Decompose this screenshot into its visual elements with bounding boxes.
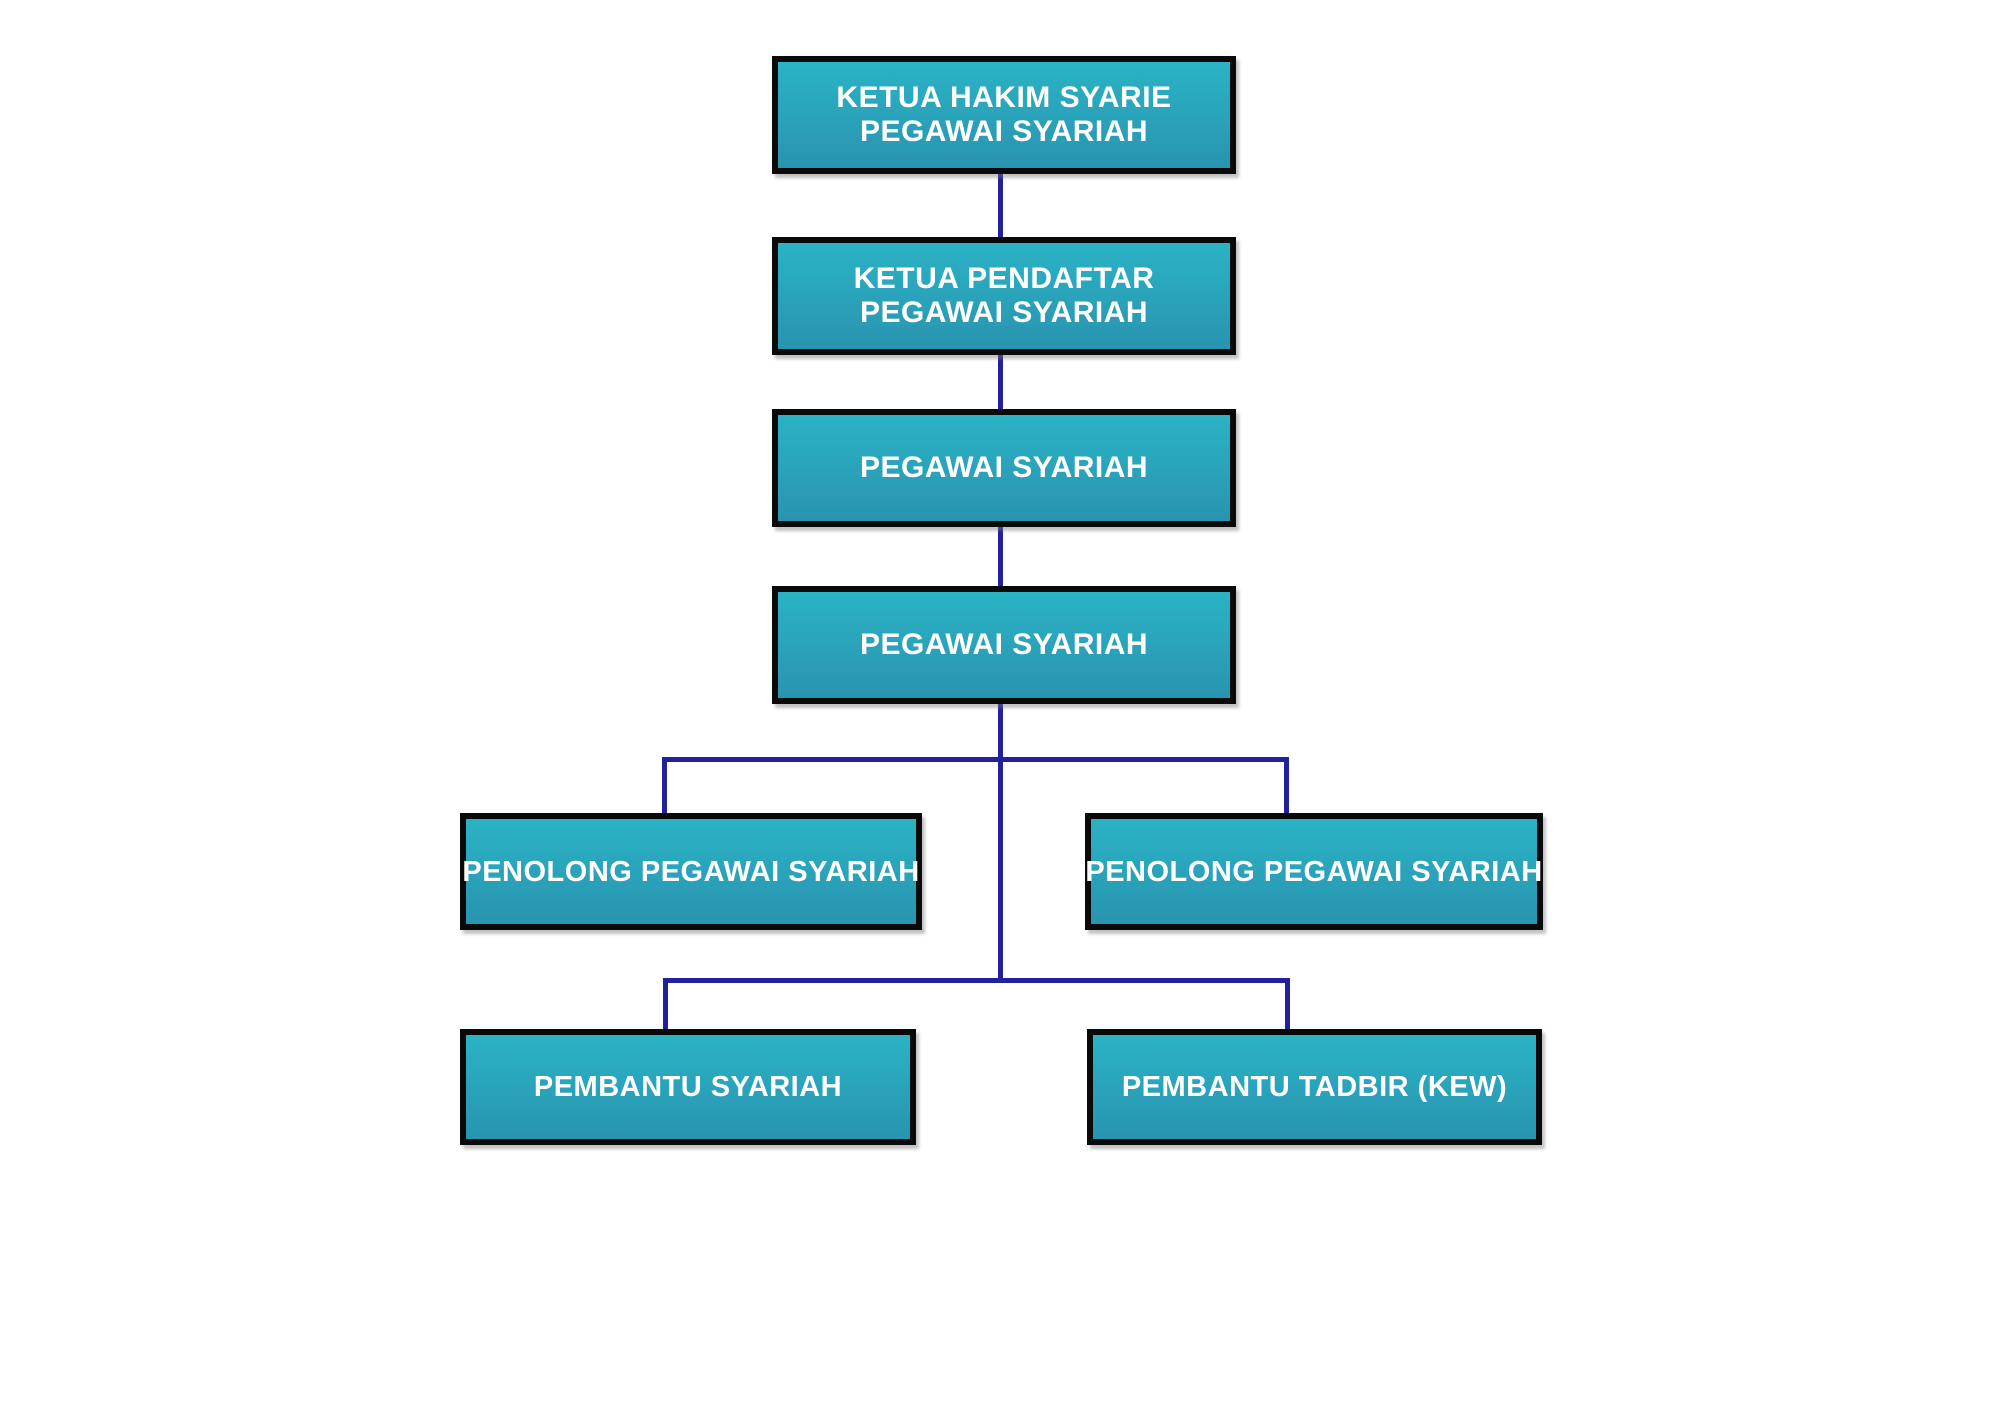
- node-label: PEGAWAI SYARIAH: [859, 115, 1149, 148]
- node-ketua-hakim-syarie: KETUA HAKIM SYARIE PEGAWAI SYARIAH: [772, 56, 1236, 174]
- connector-drop-penolong-right: [1284, 757, 1289, 816]
- connector-v-level3-level4: [998, 522, 1003, 590]
- connector-h-branch-1: [662, 757, 1289, 762]
- node-ketua-pendaftar: KETUA PENDAFTAR PEGAWAI SYARIAH: [772, 237, 1236, 355]
- node-pembantu-tadbir-kew: PEMBANTU TADBIR (KEW): [1087, 1029, 1542, 1145]
- connector-v-level1-level2: [998, 170, 1003, 240]
- node-penolong-pegawai-syariah-left: PENOLONG PEGAWAI SYARIAH: [460, 813, 922, 930]
- connector-v-level2-level3: [998, 350, 1003, 412]
- node-penolong-pegawai-syariah-right: PENOLONG PEGAWAI SYARIAH: [1085, 813, 1543, 930]
- node-label: PEMBANTU SYARIAH: [533, 1071, 843, 1103]
- connector-drop-pembantu-right: [1285, 978, 1290, 1032]
- connector-h-branch-2: [663, 978, 1290, 983]
- node-label: PENOLONG PEGAWAI SYARIAH: [1085, 855, 1543, 888]
- node-label: PENOLONG PEGAWAI SYARIAH: [462, 855, 920, 888]
- node-label: KETUA HAKIM SYARIE: [836, 81, 1172, 114]
- connector-v-center-drop: [998, 700, 1003, 983]
- node-label: PEMBANTU TADBIR (KEW): [1121, 1071, 1508, 1103]
- connector-drop-pembantu-left: [663, 978, 668, 1032]
- node-label: KETUA PENDAFTAR: [853, 262, 1155, 295]
- node-label: PEGAWAI SYARIAH: [859, 451, 1149, 484]
- node-pegawai-syariah-2: PEGAWAI SYARIAH: [772, 586, 1236, 704]
- node-pegawai-syariah-1: PEGAWAI SYARIAH: [772, 409, 1236, 527]
- node-label: PEGAWAI SYARIAH: [859, 296, 1149, 329]
- node-label: PEGAWAI SYARIAH: [859, 628, 1149, 661]
- node-pembantu-syariah: PEMBANTU SYARIAH: [460, 1029, 916, 1145]
- connector-drop-penolong-left: [662, 757, 667, 816]
